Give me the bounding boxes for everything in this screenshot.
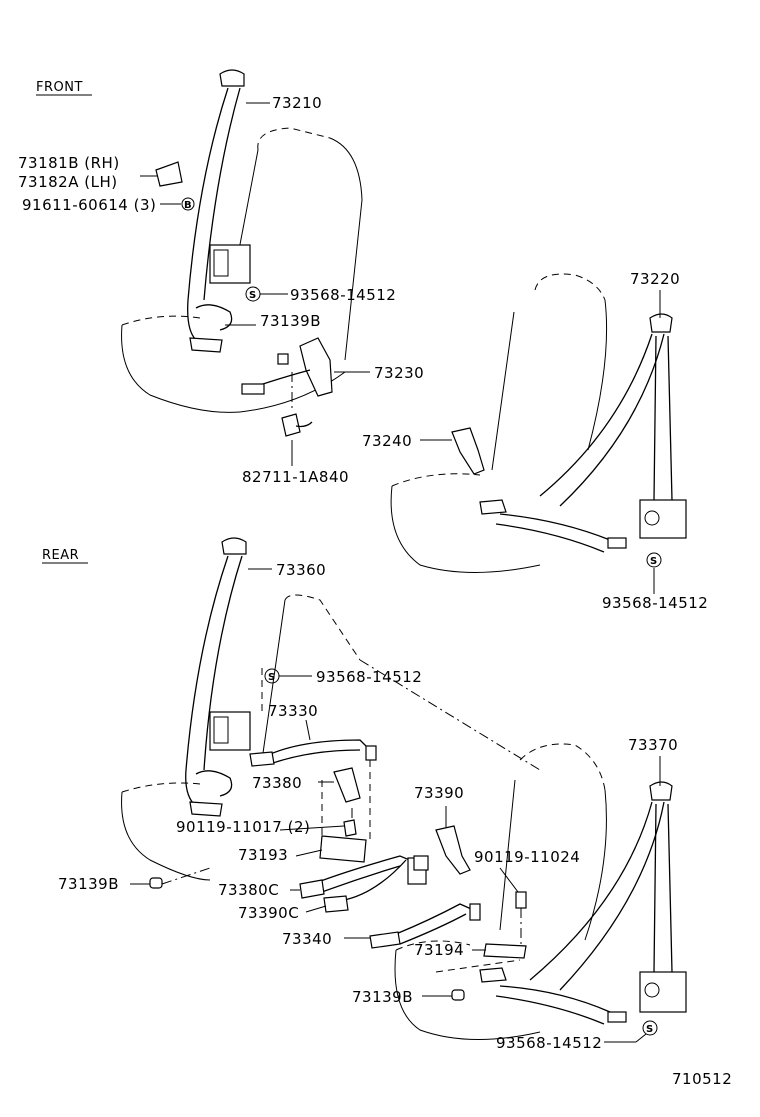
label-73330: 73330 [268, 702, 318, 720]
label-73181b: 73181B (RH) [18, 154, 120, 172]
label-73340: 73340 [282, 930, 332, 948]
front-buckle-73230 [241, 337, 333, 397]
label-73370: 73370 [628, 736, 678, 754]
b-symbol-icon [181, 197, 195, 211]
right-section: S 73220 73240 93568-14512 [362, 270, 708, 612]
svg-text:S: S [249, 290, 256, 301]
label-73390c: 73390C [238, 904, 299, 922]
label-73182a: 73182A (LH) [18, 173, 118, 191]
s-symbol-icon [642, 1020, 658, 1036]
buckle-73380 [333, 767, 361, 837]
rear-shoulder-belt-73370 [479, 781, 687, 1025]
label-73139b-rear-left: 73139B [58, 875, 119, 893]
center-belt-73330 [249, 739, 377, 767]
section-label-front: FRONT [36, 80, 83, 95]
section-label-rear: REAR [42, 548, 79, 563]
buckle-73390 [413, 825, 471, 875]
front-section: FRONT B [18, 69, 424, 486]
label-73139b-front: 73139B [260, 312, 321, 330]
label-73380c: 73380C [218, 881, 279, 899]
label-93568-right: 93568-14512 [602, 594, 708, 612]
label-93568-bottom: 93568-14512 [496, 1034, 602, 1052]
label-91611: 91611-60614 (3) [22, 196, 156, 214]
label-73210: 73210 [272, 94, 322, 112]
rear-seat-right [394, 743, 607, 1040]
label-73360: 73360 [276, 561, 326, 579]
label-73380: 73380 [252, 774, 302, 792]
lap-belt-73380c [299, 855, 427, 913]
s-symbol-icon [646, 552, 662, 568]
bracket-73193 [319, 835, 367, 863]
bolt-90119-11024 [515, 891, 527, 946]
front-seat [121, 127, 363, 413]
right-shoulder-belt-73220 [479, 313, 687, 553]
bracket-73194 [483, 943, 527, 959]
rear-seat-left [121, 594, 541, 881]
front-shoulder-belt [187, 69, 251, 353]
svg-text:S: S [268, 672, 275, 683]
sensor-82711 [281, 372, 313, 466]
svg-text:S: S [650, 556, 657, 567]
svg-text:S: S [646, 1024, 653, 1035]
rear-shoulder-belt-73360 [185, 537, 251, 817]
label-93568-front: 93568-14512 [290, 286, 396, 304]
label-93568-rear: 93568-14512 [316, 668, 422, 686]
label-90119-11017: 90119-11017 (2) [176, 818, 310, 836]
label-90119-11024: 90119-11024 [474, 848, 580, 866]
label-73220: 73220 [630, 270, 680, 288]
svg-text:B: B [184, 200, 192, 211]
lap-belt-73340 [369, 903, 481, 949]
bracket-73181b [155, 161, 183, 187]
rear-section: REAR [42, 537, 687, 1052]
plug-73139b-left [149, 877, 163, 889]
label-73139b-rear-bottom: 73139B [352, 988, 413, 1006]
label-82711: 82711-1A840 [242, 468, 349, 486]
right-buckle-73240 [420, 427, 485, 475]
label-73194: 73194 [414, 941, 464, 959]
label-73390: 73390 [414, 784, 464, 802]
figure-number: 710512 [672, 1070, 732, 1088]
label-73230: 73230 [374, 364, 424, 382]
label-73193: 73193 [238, 846, 288, 864]
label-73240: 73240 [362, 432, 412, 450]
plug-73139b-bottom [451, 989, 465, 1001]
right-seat [390, 273, 608, 573]
